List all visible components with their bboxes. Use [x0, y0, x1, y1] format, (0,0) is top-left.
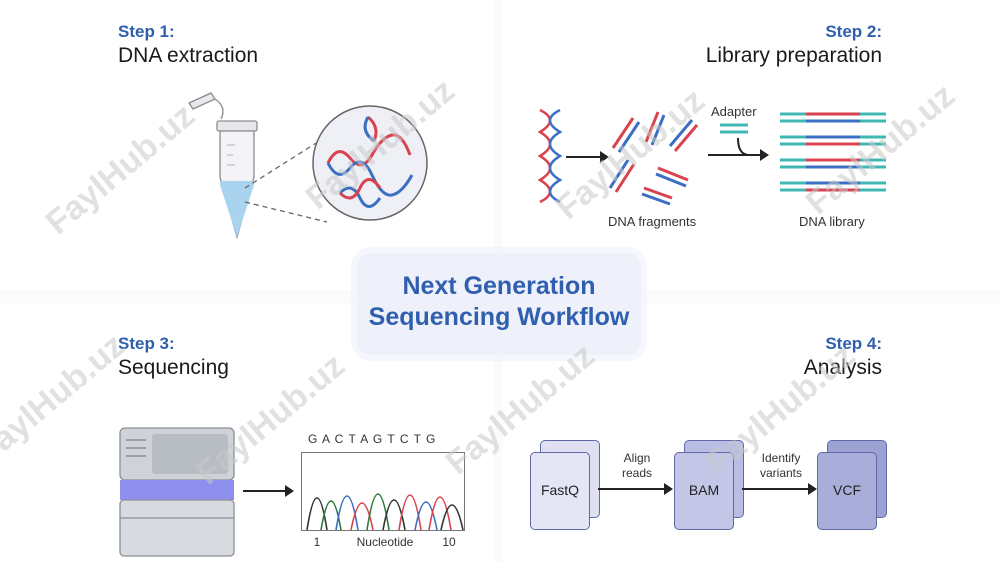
- dna-strand-icon: [537, 108, 563, 204]
- step3-title: Sequencing: [118, 356, 229, 379]
- step1-title: DNA extraction: [118, 44, 259, 67]
- fastq-file-icon: [530, 452, 590, 530]
- vcf-label: VCF: [833, 482, 861, 498]
- step2-panel: [503, 0, 1000, 290]
- fastq-label: FastQ: [540, 482, 580, 498]
- dna-library-label: DNA library: [799, 214, 865, 229]
- chromatogram-plot: [301, 452, 465, 531]
- workflow-title-line1: Next Generation: [402, 272, 596, 300]
- vcf-file-icon: [817, 452, 877, 530]
- step2-title: Library preparation: [705, 44, 882, 67]
- axis-end-label: 10: [442, 535, 456, 549]
- axis-title: Nucleotide: [356, 535, 414, 549]
- bam-label: BAM: [688, 482, 720, 498]
- step4-label: Step 4:: [825, 334, 882, 353]
- step1-label: Step 1:: [118, 22, 175, 41]
- step4-title: Analysis: [803, 356, 882, 379]
- arrow-icon: [243, 485, 294, 497]
- identify-variants-line2: variants: [759, 466, 803, 480]
- dna-fragments-icon: [608, 111, 699, 206]
- identify-variants-line1: Identify: [761, 451, 801, 465]
- adapter-icon: [720, 123, 748, 134]
- step3-label: Step 3:: [118, 334, 175, 353]
- arrow-icon: [598, 483, 673, 495]
- tube-icon: [188, 92, 258, 240]
- sequence-letters: G A C T A G T C T G: [308, 432, 437, 446]
- align-reads-line1: Align: [623, 451, 651, 465]
- sequencer-icon: [119, 427, 235, 557]
- arrow-icon: [742, 483, 817, 495]
- zoom-lines: [244, 139, 328, 223]
- workflow-title-line2: Sequencing Workflow: [368, 303, 630, 331]
- axis-start-label: 1: [313, 535, 321, 549]
- workflow-title-box: Next Generation Sequencing Workflow: [357, 253, 641, 355]
- arrow-icon: [566, 151, 609, 163]
- step2-label: Step 2:: [825, 22, 882, 41]
- dna-magnified-icon: [312, 105, 428, 221]
- adapter-label: Adapter: [711, 104, 757, 119]
- align-reads-line2: reads: [621, 466, 653, 480]
- ligation-arrow-icon: [708, 137, 769, 161]
- bam-file-icon: [674, 452, 734, 530]
- dna-fragments-label: DNA fragments: [608, 214, 697, 229]
- dna-library-icon: [780, 112, 886, 192]
